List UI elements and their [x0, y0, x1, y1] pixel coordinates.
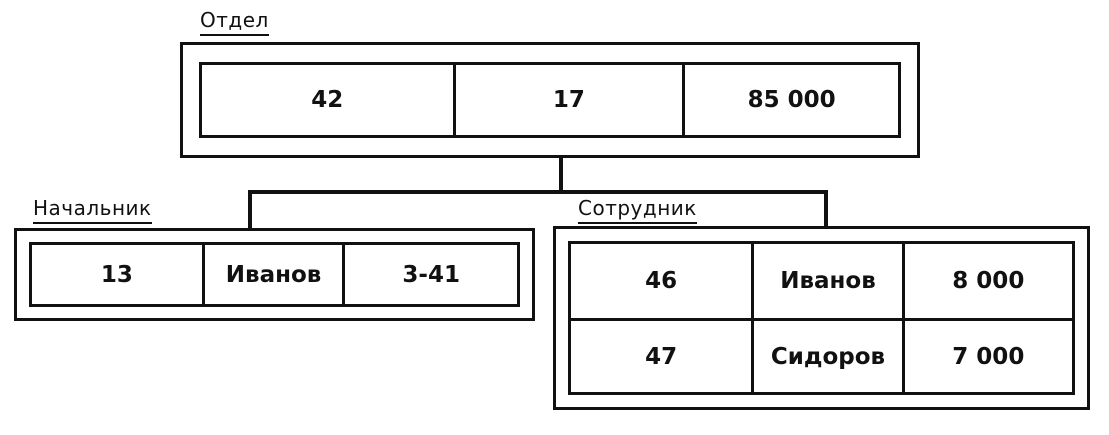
- employee-row1-id: 46: [645, 268, 678, 294]
- employee-row1-salary: 8 000: [901, 244, 1072, 318]
- manager-label: Начальник: [33, 196, 152, 224]
- manager-cell-name: Иванов: [201, 245, 343, 304]
- employee-row2-id: 47: [571, 318, 752, 392]
- employee-grid: 46 Иванов 8 000 47 Сидоров 7 000: [568, 241, 1075, 395]
- employee-label: Сотрудник: [578, 196, 697, 224]
- department-table: 42 17 85 000: [180, 42, 920, 158]
- manager-row: 13 Иванов 3-41: [29, 242, 520, 307]
- employee-row2-salary: 7 000: [901, 318, 1072, 392]
- employee-row1-name: Иванов: [751, 244, 901, 318]
- manager-cell-phone: 3-41: [342, 245, 517, 304]
- employee-row2-name: Сидоров: [751, 318, 902, 392]
- department-cell-budget: 85 000: [682, 65, 898, 135]
- department-label: Отдел: [200, 8, 269, 36]
- manager-table: 13 Иванов 3-41: [14, 228, 535, 321]
- connector-stem: [559, 155, 563, 193]
- connector-drop-right: [824, 190, 828, 228]
- employee-table: 46 Иванов 8 000 47 Сидоров 7 000: [553, 226, 1090, 410]
- department-row: 42 17 85 000: [199, 62, 901, 138]
- connector-drop-left: [248, 190, 252, 230]
- manager-cell-id: 13: [100, 261, 133, 288]
- connector-crossbar: [248, 190, 828, 194]
- department-cell-count: 17: [452, 65, 683, 135]
- department-cell-id: 42: [311, 87, 344, 113]
